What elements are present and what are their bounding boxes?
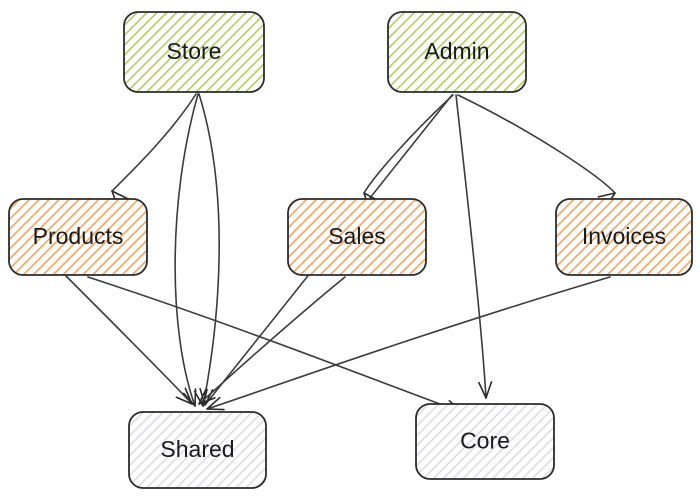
node-box-invoices[interactable] (555, 198, 693, 276)
edge-admin-to-sales (363, 94, 454, 194)
arrowhead-invoices-to-shared (206, 396, 225, 411)
node-box-admin[interactable] (387, 11, 527, 93)
edge-admin-to-invoices (457, 94, 616, 194)
edge-products-to-shared (65, 275, 193, 405)
node-box-shared[interactable] (128, 411, 267, 489)
node-box-products[interactable] (8, 198, 148, 276)
edge-sales-to-shared (198, 276, 346, 405)
edge-products-to-core (87, 276, 463, 413)
node-shared[interactable]: Shared (128, 411, 267, 489)
edge-store-to-products (111, 93, 197, 192)
node-sales[interactable]: Sales (287, 198, 427, 276)
edge-admin-to-core (455, 94, 487, 399)
node-box-store[interactable] (123, 11, 265, 93)
arrowhead-sales-to-shared (198, 387, 216, 405)
node-box-core[interactable] (415, 403, 555, 480)
arrowhead-store-to-shared (182, 388, 197, 407)
edge-invoices-to-shared (206, 276, 611, 410)
edges-layer (65, 93, 616, 414)
arrowhead-products-to-shared (175, 387, 193, 405)
edge-store-to-shared (174, 93, 199, 407)
edge-store-to-shared (198, 93, 220, 407)
arrowhead-admin-to-core (478, 381, 493, 399)
node-invoices[interactable]: Invoices (555, 198, 693, 276)
arrowhead-store-to-shared (193, 388, 208, 407)
node-admin[interactable]: Admin (387, 11, 527, 93)
node-box-sales[interactable] (287, 198, 427, 276)
node-core[interactable]: Core (415, 403, 555, 480)
node-store[interactable]: Store (123, 11, 265, 93)
node-products[interactable]: Products (8, 198, 148, 276)
